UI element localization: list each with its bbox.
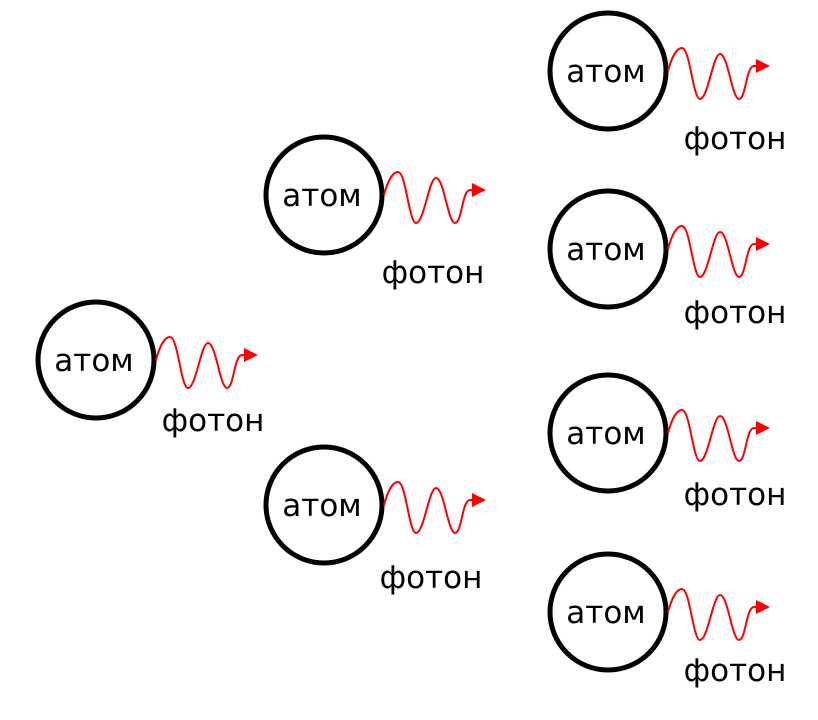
photon-wave-icon: [667, 408, 770, 463]
photon-label: фотон: [684, 295, 787, 331]
atom-group: атом фотон: [547, 10, 787, 157]
photon-label: фотон: [382, 255, 485, 291]
arrow-head-icon: [472, 493, 486, 507]
photon-wave-icon: [383, 170, 486, 225]
photon-label: фотон: [380, 560, 483, 596]
arrow-head-icon: [756, 237, 770, 251]
atom-label: атом: [282, 488, 361, 524]
photon-wave-icon: [667, 46, 770, 101]
photon-label: фотон: [684, 121, 787, 157]
atom-circle: [263, 134, 385, 256]
photon-label: фотон: [162, 403, 265, 439]
atom-group: атом фотон: [547, 372, 787, 513]
atom-circle: [35, 299, 157, 421]
atom-label: атом: [566, 595, 645, 631]
atom-circle: [263, 444, 385, 566]
atom-label: атом: [566, 54, 645, 90]
photon-wave-icon: [667, 224, 770, 279]
atom-label: атом: [54, 343, 133, 379]
atom-label: атом: [566, 416, 645, 452]
atom-group: атом фотон: [547, 188, 787, 331]
photon-label: фотон: [684, 477, 787, 513]
arrow-head-icon: [756, 59, 770, 73]
arrow-head-icon: [244, 348, 258, 362]
photon-wave-icon: [155, 335, 258, 390]
atom-circle: [547, 551, 669, 673]
atom-circle: [547, 188, 669, 310]
arrow-head-icon: [472, 183, 486, 197]
atom-group: атом фотон: [263, 134, 486, 291]
arrow-head-icon: [756, 600, 770, 614]
photon-wave-icon: [383, 480, 486, 535]
atom-label: атом: [566, 232, 645, 268]
atom-circle: [547, 10, 669, 132]
arrow-head-icon: [756, 421, 770, 435]
atom-group: атом фотон: [547, 551, 787, 689]
photon-wave-icon: [667, 587, 770, 642]
atom-circle: [547, 372, 669, 494]
atom-group: атом фотон: [263, 444, 486, 596]
atom-group: атом фотон: [35, 299, 265, 439]
atom-label: атом: [282, 178, 361, 214]
photon-label: фотон: [684, 653, 787, 689]
